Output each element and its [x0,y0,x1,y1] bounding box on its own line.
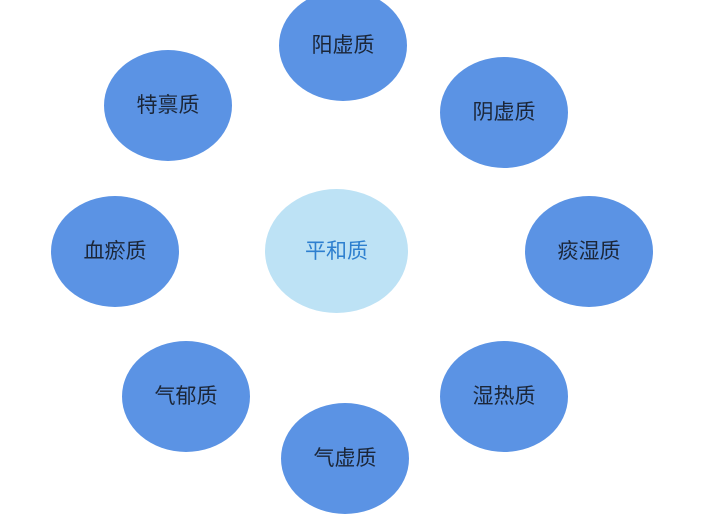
node-blood-stasis: 血瘀质 [51,196,179,307]
node-yin-deficiency: 阴虚质 [440,57,568,168]
node-label: 气虚质 [313,446,377,470]
node-label: 特禀质 [136,93,200,117]
node-balanced-center: 平和质 [265,189,408,313]
node-qi-deficiency: 气虚质 [281,403,409,514]
node-damp-heat: 湿热质 [440,341,568,452]
node-yang-deficiency: 阳虚质 [279,0,407,101]
node-label: 阴虚质 [472,100,536,124]
node-label: 血瘀质 [83,239,147,263]
node-qi-stagnation: 气郁质 [122,341,250,452]
center-label: 平和质 [305,238,368,263]
node-label: 阳虚质 [311,33,375,57]
node-label: 气郁质 [154,384,218,408]
node-phlegm-dampness: 痰湿质 [525,196,653,307]
node-special-diathesis: 特禀质 [104,50,232,161]
node-label: 湿热质 [472,384,536,408]
node-label: 痰湿质 [557,239,621,263]
